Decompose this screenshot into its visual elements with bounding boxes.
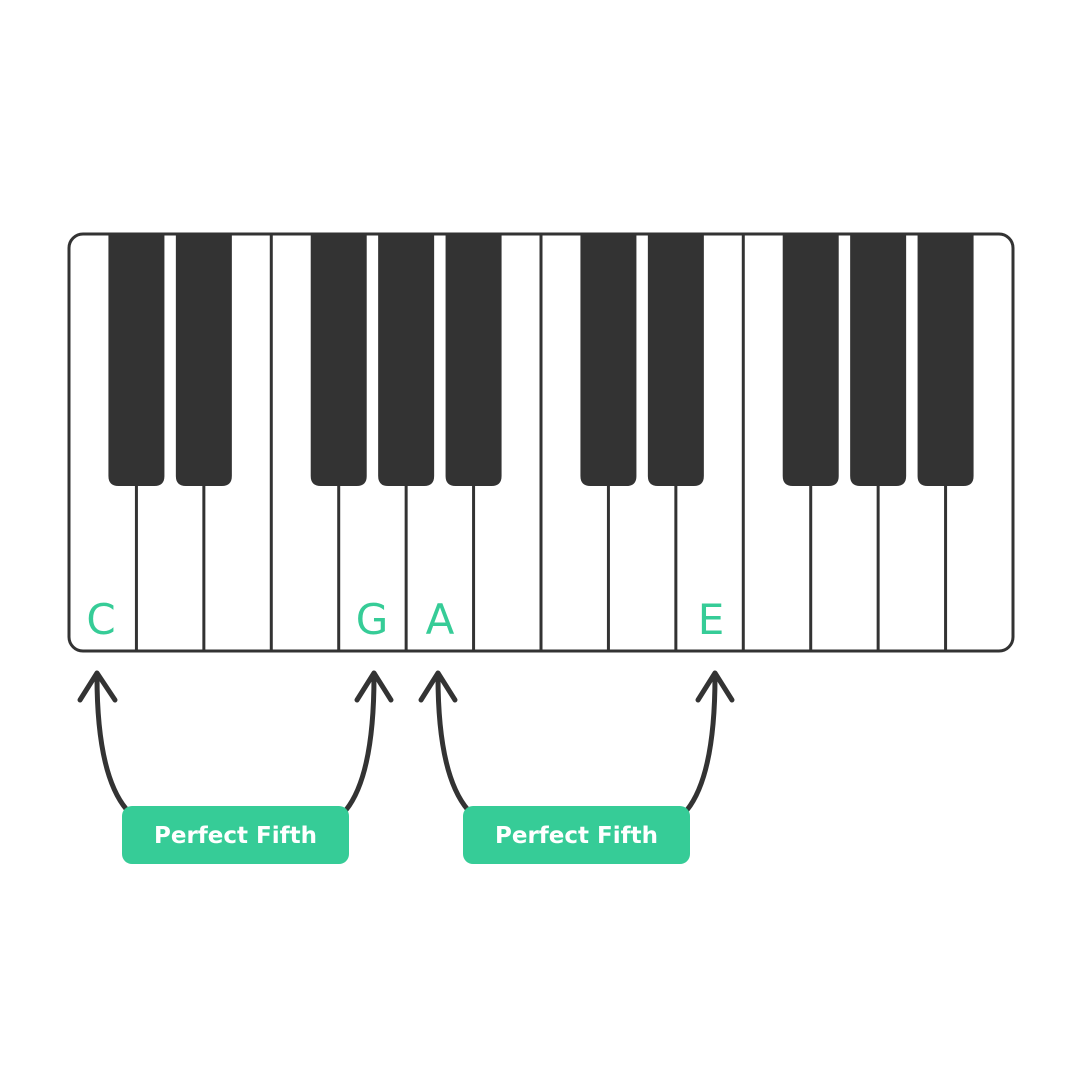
interval-label-2: Perfect Fifth	[495, 823, 658, 849]
note-label-c: C	[86, 595, 115, 644]
black-key	[647, 233, 704, 486]
arrow-to-c	[94, 673, 130, 813]
arrow-to-g	[343, 673, 377, 813]
black-key	[310, 233, 367, 486]
black-key	[850, 233, 907, 486]
arrowhead-e-icon	[695, 670, 735, 703]
arrow-to-e	[684, 673, 718, 813]
black-key	[445, 233, 502, 486]
interval-label-1: Perfect Fifth	[154, 823, 317, 849]
black-key	[917, 233, 974, 486]
arrowhead-c-icon	[77, 670, 118, 703]
black-key	[108, 233, 165, 486]
arrowhead-g-icon	[354, 670, 394, 703]
black-key	[175, 233, 232, 486]
interval-badge-2: Perfect Fifth	[463, 806, 690, 864]
arrow-to-a	[435, 673, 471, 813]
black-key	[580, 233, 637, 486]
black-key	[782, 233, 839, 486]
note-label-a: A	[426, 595, 455, 644]
black-key	[378, 233, 435, 486]
arrowhead-a-icon	[418, 670, 458, 703]
note-label-g: G	[356, 595, 389, 644]
keyboard	[67, 232, 1015, 653]
interval-badge-1: Perfect Fifth	[122, 806, 349, 864]
note-label-e: E	[698, 595, 725, 644]
